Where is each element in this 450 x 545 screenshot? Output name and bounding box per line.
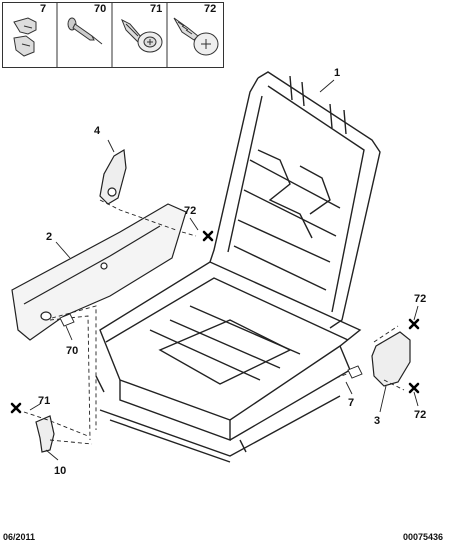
round-cover xyxy=(371,331,411,387)
seat-back-frame xyxy=(209,71,381,329)
bracket xyxy=(35,415,55,453)
rivet-icon xyxy=(67,17,103,45)
callout-2: 2 xyxy=(46,231,53,243)
legend-number-7: 7 xyxy=(40,3,47,15)
callout-72-upper: 72 xyxy=(184,205,197,217)
callout-4: 4 xyxy=(94,125,101,137)
side-trim-panel xyxy=(11,203,187,341)
callout-71: 71 xyxy=(38,395,51,407)
footer-date: 06/2011 xyxy=(3,532,36,542)
callout-10: 10 xyxy=(54,465,67,477)
leader-lines xyxy=(29,79,419,461)
clip-icon xyxy=(13,17,37,57)
callout-1: 1 xyxy=(334,67,341,79)
legend-number-70: 70 xyxy=(94,3,107,15)
callout-3: 3 xyxy=(374,415,381,427)
callout-70: 70 xyxy=(66,345,79,357)
screw-icon xyxy=(121,18,163,53)
screw-markers xyxy=(10,230,420,414)
recliner-handle xyxy=(99,149,127,205)
seat-base-frame xyxy=(95,261,362,463)
legend-dividers xyxy=(56,2,168,68)
callout-72-right-bottom: 72 xyxy=(414,409,427,421)
legend-box xyxy=(2,2,224,68)
legend-number-72: 72 xyxy=(204,3,217,15)
legend-number-71: 71 xyxy=(150,3,163,15)
callout-7: 7 xyxy=(348,397,355,409)
self-tapping-screw-icon xyxy=(173,17,219,56)
assembly-lines xyxy=(23,199,405,445)
footer-reference: 00075436 xyxy=(403,532,444,542)
callout-72-right-top: 72 xyxy=(414,293,427,305)
clip-markers xyxy=(59,313,363,379)
